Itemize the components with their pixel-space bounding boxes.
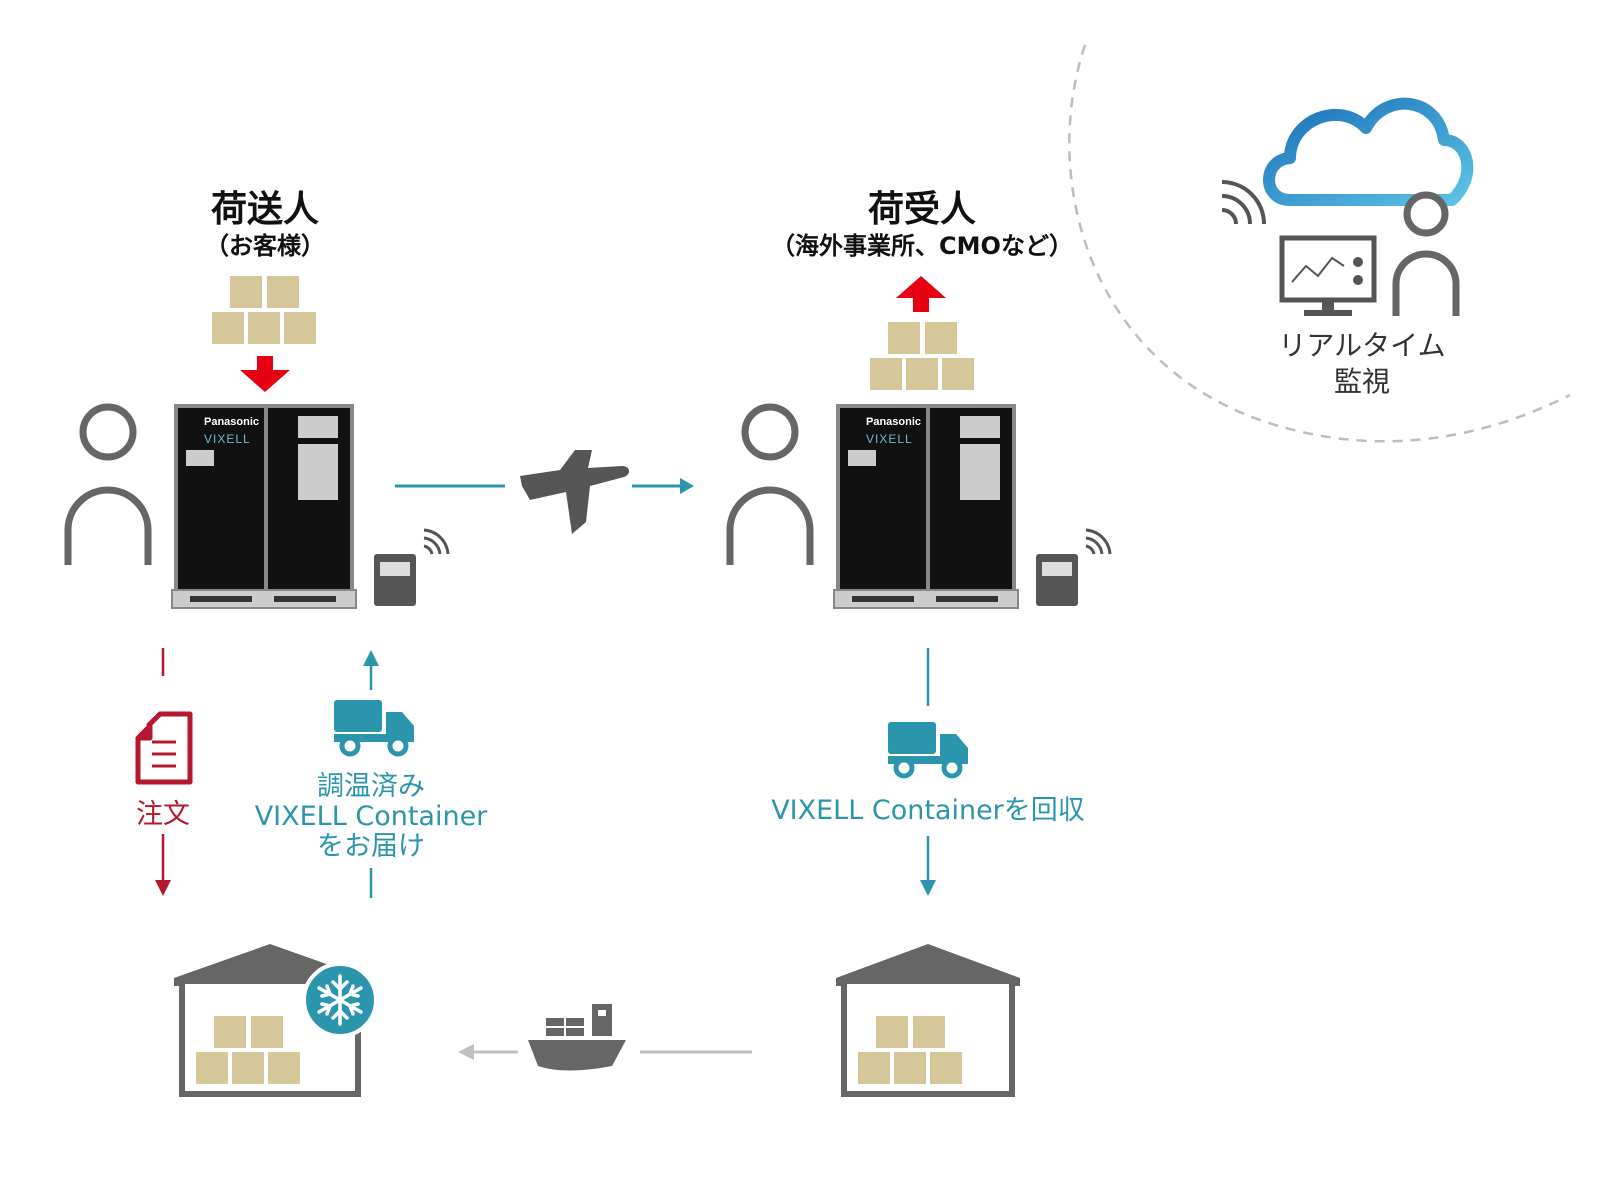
monitoring-zone-arc — [1068, 44, 1571, 443]
receiver-container-maker-label: Panasonic — [866, 416, 922, 428]
wireless-signal-icon — [1221, 180, 1266, 225]
order-label: 注文 — [136, 799, 190, 830]
delivery-label-line2: VIXELL Container — [254, 801, 488, 832]
load-down-arrow-icon — [240, 356, 290, 392]
order-arrow-icon — [155, 880, 171, 896]
air-transport-arrow-icon — [680, 478, 694, 494]
receiver-data-logger-icon — [1036, 528, 1112, 606]
delivery-label-line3: をお届け — [317, 831, 425, 862]
document-icon — [135, 711, 193, 785]
receiver-subtitle: （海外事業所、CMOなど） — [771, 232, 1073, 260]
cloud-icon — [1263, 97, 1474, 206]
monitoring-label-line1: リアルタイム — [1278, 329, 1446, 362]
delivery-truck-icon — [334, 700, 414, 757]
shipper-vixell-container-icon — [171, 404, 357, 609]
collection-arrow-icon — [920, 880, 936, 896]
collection-truck-icon — [888, 722, 968, 779]
receiver-cargo-boxes-icon — [870, 322, 974, 390]
unload-up-arrow-icon — [896, 276, 946, 312]
delivery-label-line1: 調温済み — [317, 771, 425, 802]
shipper-person-icon — [64, 403, 152, 565]
monitoring-label-line2: 監視 — [1333, 365, 1390, 398]
receiver-person-icon — [726, 403, 814, 565]
receiver-container-product-label: VIXELL — [866, 432, 913, 446]
receiver-title: 荷受人 — [867, 189, 976, 230]
shipper-data-logger-icon — [374, 528, 450, 606]
receiver-warehouse-icon — [836, 944, 1020, 1097]
shipper-container-maker-label: Panasonic — [204, 416, 260, 428]
monitor-icon — [1279, 235, 1377, 316]
shipper-cargo-boxes-icon — [212, 276, 316, 344]
shipper-subtitle: （お客様） — [205, 232, 325, 260]
shipper-container-product-label: VIXELL — [204, 432, 251, 446]
sea-transport-arrow-icon — [458, 1044, 474, 1060]
snowflake-icon — [302, 962, 378, 1038]
shipper-title: 荷送人 — [210, 189, 319, 230]
operator-person-icon — [1392, 191, 1460, 316]
airplane-icon — [520, 450, 630, 534]
delivery-arrow-icon — [363, 650, 379, 666]
receiver-vixell-container-icon — [833, 404, 1019, 609]
collection-label: VIXELL Containerを回収 — [771, 795, 1085, 826]
ship-icon — [528, 1004, 626, 1071]
